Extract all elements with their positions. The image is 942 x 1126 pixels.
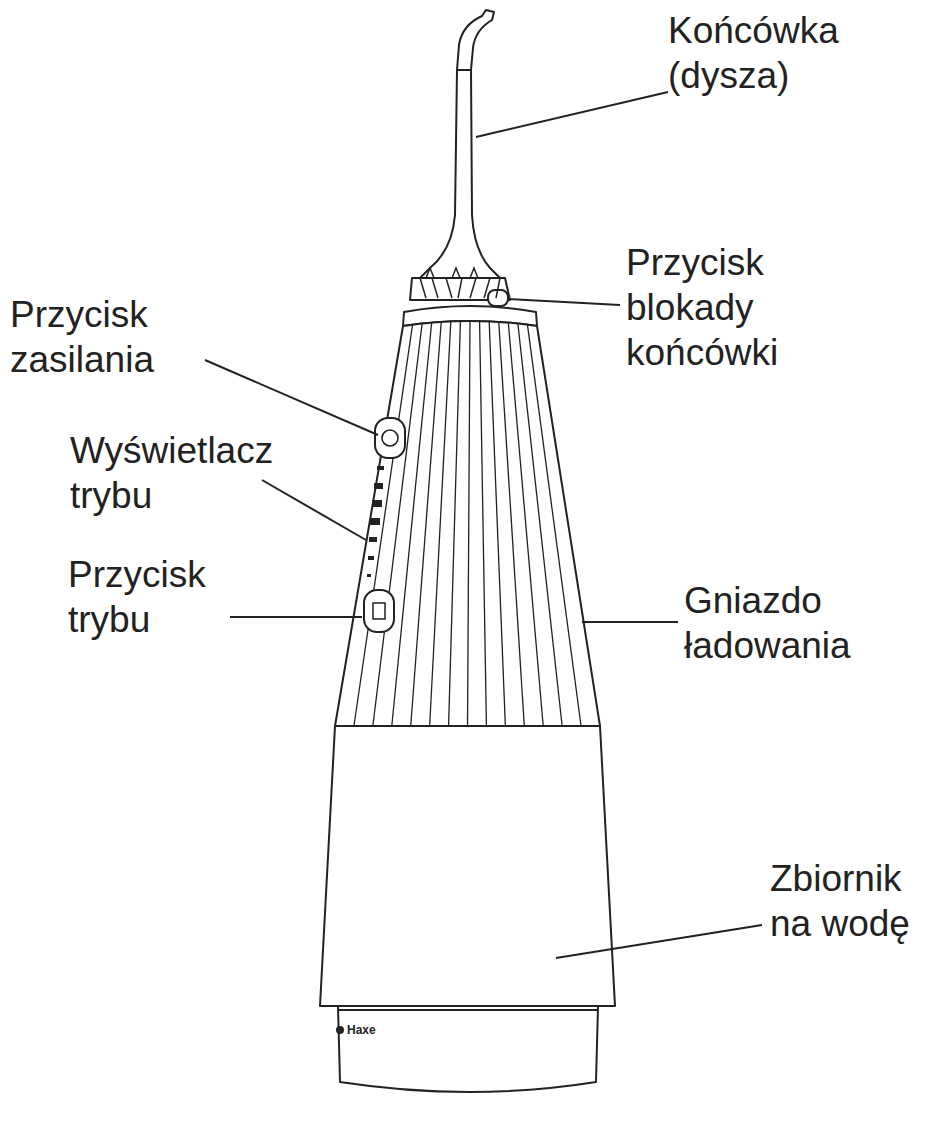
- nozzle-shaft: [420, 70, 500, 278]
- crown-teeth: [426, 268, 478, 278]
- power-icon: [382, 430, 398, 446]
- body-stripe: [354, 325, 413, 726]
- nozzle-tip: [457, 10, 494, 70]
- body-stripe: [480, 320, 487, 726]
- crown-ridges: [420, 278, 500, 298]
- body-stripe: [468, 320, 471, 726]
- lock-button: [488, 290, 508, 306]
- base-edge: [338, 1009, 598, 1011]
- brand-logo: Haxe: [347, 1023, 407, 1037]
- part-label: Końcówka (dysza): [668, 8, 878, 98]
- power-button: [375, 418, 405, 458]
- base-ring: [338, 1006, 598, 1092]
- leader-lines: [205, 92, 762, 958]
- upper-body: [335, 321, 600, 726]
- part-label: Przycisk trybu: [68, 552, 268, 642]
- mode-icon: [373, 603, 385, 619]
- part-label: Przycisk zasilania: [10, 292, 210, 382]
- body-stripe: [499, 321, 525, 726]
- part-label: Przycisk blokady końcówki: [626, 240, 846, 375]
- part-label: Zbiornik na wodę: [770, 856, 935, 946]
- body-stripe: [508, 322, 543, 726]
- body-stripe: [449, 320, 461, 726]
- body-stripe: [430, 321, 451, 726]
- part-label: Wyświetlacz trybu: [70, 428, 310, 518]
- mode-display: [367, 466, 384, 577]
- body-stripe: [527, 325, 581, 726]
- body-stripe: [518, 323, 562, 726]
- mode-button: [364, 590, 394, 632]
- part-label: Gniazdo ładowania: [684, 578, 914, 668]
- water-tank: [320, 726, 615, 1006]
- logo-mark: [336, 1026, 344, 1034]
- body-stripe: [411, 321, 442, 726]
